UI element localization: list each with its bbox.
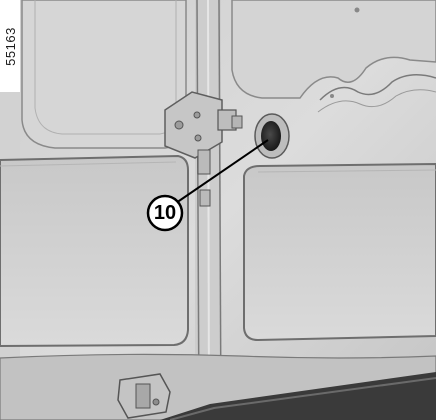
pillar-edge-left — [196, 0, 200, 420]
access-hole — [261, 121, 281, 151]
figure-reference-code: 55163 — [0, 0, 20, 92]
callout-leader-line — [175, 139, 269, 204]
bracket-bolt-1 — [174, 120, 184, 130]
rivet-top — [354, 7, 360, 13]
figure-reference-text: 55163 — [2, 26, 18, 66]
pillar-clip-lower — [199, 189, 211, 207]
latch-tab — [231, 115, 243, 129]
rivet-right — [330, 94, 334, 98]
left-trim-panel — [0, 154, 189, 348]
bottom-step-edge — [169, 377, 436, 420]
hinge-bracket — [164, 91, 223, 159]
right-trim-panel — [243, 162, 436, 342]
bracket-bolt-3 — [194, 134, 202, 142]
pillar-edge-right — [218, 0, 222, 420]
upper-right-panel — [231, 0, 436, 99]
upper-right-ridge-2 — [317, 89, 436, 113]
right-panel-top-edge — [257, 169, 436, 173]
upper-right-ridge — [319, 74, 436, 101]
callout-number-label: 10 — [153, 201, 177, 224]
pillar-clip — [197, 149, 211, 175]
lower-hinge-pin — [135, 383, 151, 409]
callout-circle — [146, 194, 184, 232]
upper-left-recess — [21, 0, 187, 149]
left-panel-top-edge — [0, 161, 177, 167]
pillar-highlight — [207, 0, 210, 420]
bracket-bolt-2 — [193, 111, 201, 119]
lower-hinge-bolt — [152, 398, 160, 406]
